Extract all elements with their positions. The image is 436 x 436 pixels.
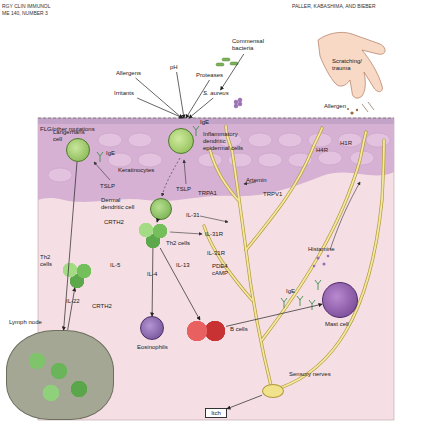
mediator-label: IL-4: [147, 271, 157, 278]
mediator-label: cAMP: [212, 270, 228, 277]
input-text: Allergens: [116, 70, 146, 78]
arrow-connector: [152, 248, 154, 316]
mediator-label: IL-31R: [205, 231, 223, 238]
node-label: Scratching/ trauma: [332, 58, 366, 72]
node-label: Mast cell: [325, 321, 359, 328]
node-label: Itch: [206, 410, 226, 417]
dendritic-cell: Inflammatory dendritic epidermal cells: [168, 128, 194, 154]
ige-antibodies: [97, 126, 321, 310]
nerve-outline: [204, 126, 384, 390]
node-label: Th2 cells: [166, 240, 196, 247]
journal-header: ME 140, NUMBER 3: [2, 11, 48, 17]
node-label: Dermal dendritic cell: [101, 197, 141, 211]
input-text: Proteases: [196, 72, 228, 80]
mediator-label: IL-31R: [207, 250, 225, 257]
arrow-connector: [157, 220, 159, 222]
node-label: Inflammatory dendritic epidermal cells: [203, 131, 247, 152]
arrow-connector: [64, 162, 77, 330]
epidermis: [38, 124, 394, 202]
barrier-line: [38, 118, 394, 119]
nerve-fibers: [204, 126, 384, 390]
node-label: Langerhans cell: [53, 129, 85, 143]
arrow-connector: [186, 80, 210, 118]
node-label: Irritants: [114, 90, 142, 97]
stratum-corneum: [38, 118, 394, 124]
node-label: pH: [170, 64, 182, 71]
pathway-arrows: [94, 158, 360, 250]
mediator-label: TSLP: [100, 183, 115, 190]
input-text: Irritants: [114, 90, 142, 98]
arrow-connector: [227, 395, 262, 409]
node-label: Allergens: [116, 70, 146, 77]
mediator-label: Artemin: [246, 177, 267, 184]
node-label: Lymph node: [9, 319, 59, 326]
mediator-label: IL-13: [176, 262, 190, 269]
mediator-label: IL-31: [186, 212, 200, 219]
mediator-label: H4R: [316, 147, 328, 154]
dendritic-cell: Dermal dendritic cell: [150, 198, 172, 220]
mediator-label: Keratinocytes: [118, 167, 154, 174]
journal-header: PALLER, KABASHIMA, AND BIEBER: [292, 4, 376, 10]
mediator-label: IgE: [286, 288, 295, 295]
mediator-label: H1R: [340, 140, 352, 147]
arrow-connector: [136, 78, 182, 118]
mediator-label: TRPA1: [198, 190, 217, 197]
scratch-marks: [362, 102, 374, 112]
arrow-connector: [160, 248, 200, 320]
staph-cluster: [234, 98, 242, 108]
mediator-label: TSLP: [176, 186, 191, 193]
input-text: Commensal bacteria: [232, 38, 266, 54]
arrow-connector: [68, 288, 75, 330]
lymph-node: Lymph node: [6, 330, 114, 420]
input-text: Scratching/ trauma: [332, 58, 366, 74]
node-label: Proteases: [196, 72, 228, 79]
arrow-connector: [177, 72, 184, 118]
allergen-particles: [347, 108, 358, 115]
mediator-label: CRTH2: [104, 219, 124, 226]
input-text: S. aureus: [203, 90, 233, 98]
node-label: Eosinophils: [137, 344, 177, 351]
histamine-granules: [313, 255, 330, 268]
node-label: Allergen: [324, 103, 350, 110]
node-label: B cells: [230, 326, 260, 333]
arrow-connector: [137, 98, 183, 118]
node-label: Commensal bacteria: [232, 38, 266, 52]
langerhans-cell: Langerhans cell: [66, 138, 90, 162]
mediator-label: IL-5: [110, 262, 120, 269]
arrow-connector: [226, 304, 322, 326]
node-label: Th2 cells: [40, 254, 62, 268]
mediator-label: Histamine: [308, 246, 335, 253]
commensal-bacteria: [216, 58, 238, 66]
itch-box: Itch: [205, 408, 227, 418]
arrow-connector: [189, 98, 213, 118]
input-text: Allergen: [324, 103, 350, 111]
mediator-label: CRTH2: [92, 303, 112, 310]
mediator-label: PDE4: [212, 263, 228, 270]
eosinophil: Eosinophils: [140, 316, 164, 340]
mediator-label: IgE: [106, 150, 115, 157]
node-label: S. aureus: [203, 90, 233, 97]
journal-header: RGY CLIN IMMUNOL: [2, 4, 51, 10]
mediator-label: IL-22: [66, 298, 80, 305]
th2-cluster: Th2 cells: [138, 222, 168, 248]
mast-cell: Mast cell: [322, 282, 358, 318]
neuron-body: Sensory nerves: [262, 384, 284, 398]
scratching-hand: [318, 32, 385, 98]
node-label: Sensory nerves: [289, 371, 339, 378]
input-text: pH: [170, 64, 182, 72]
arrow-connector: [221, 54, 244, 90]
mediator-label: TRPV1: [263, 191, 282, 198]
b-cells: B cells: [186, 320, 226, 342]
mediator-label: IgE: [200, 119, 209, 126]
th2-cluster: Th2 cells: [62, 262, 92, 288]
